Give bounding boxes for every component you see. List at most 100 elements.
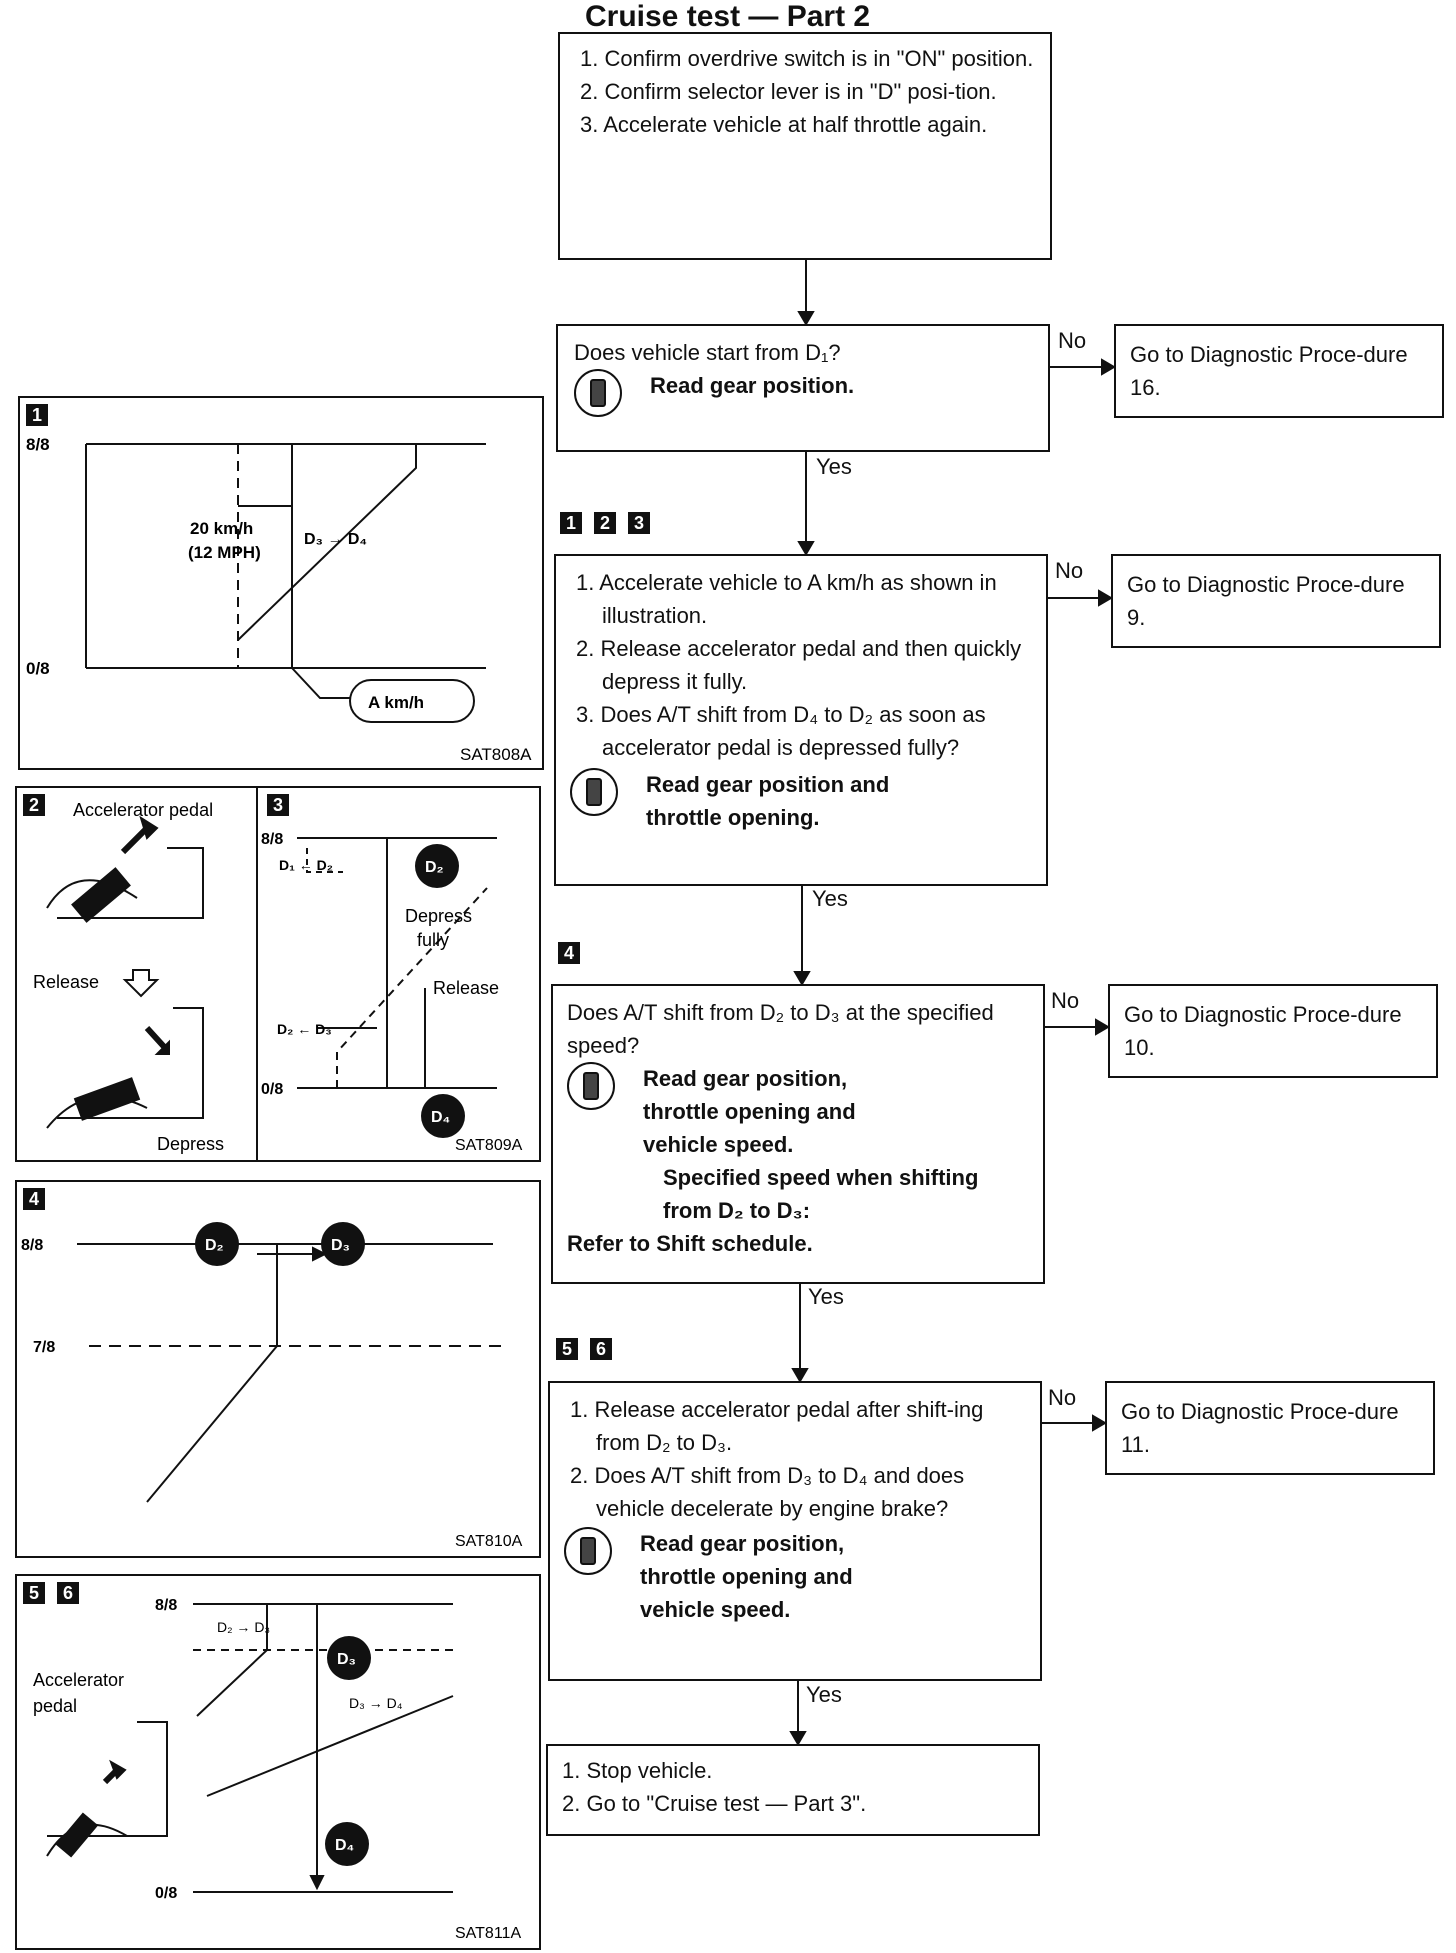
depress-label: Depress <box>157 1134 224 1154</box>
figure-3-graph: D₂ D₄ 8/8 0/8 D₁ ← D₂ D₂ ← D₃ Depress fu… <box>261 831 523 1154</box>
consult-tool-icon <box>574 369 622 417</box>
decision-question: Does vehicle start from D₁? <box>574 340 841 365</box>
decision-box-kickdown: 1. Accelerate vehicle to A km/h as shown… <box>554 554 1048 886</box>
d2-badge <box>195 1222 239 1266</box>
figure-tag: 3 <box>628 512 650 534</box>
step-item: 1. Accelerate vehicle to A km/h as shown… <box>576 570 997 628</box>
figure-5-6-graph: D₃ D₄ 8/8 0/8 D₂ → D₃ D₃ → D₄ Accelerato… <box>33 1597 521 1942</box>
d3-badge <box>321 1222 365 1266</box>
speed-note: 20 km/h <box>190 519 253 538</box>
decision-box-start-d1: Does vehicle start from D₁? Read gear po… <box>556 324 1050 452</box>
figure-tag: 4 <box>23 1188 45 1210</box>
step-box-confirm: 1. Confirm overdrive switch is in "ON" p… <box>558 32 1052 260</box>
figure-code: SAT809A <box>455 1137 523 1154</box>
consult-tool-icon <box>570 768 618 816</box>
figure-4-graph: D₂ D₃ 8/8 7/8 SAT810A <box>21 1222 523 1550</box>
fully-label: fully <box>417 930 449 950</box>
figure-4-panel: D₂ D₃ 8/8 7/8 SAT810A 4 <box>15 1180 541 1558</box>
step-item: 1. Confirm overdrive switch is in "ON" p… <box>580 46 1034 71</box>
figure-code: SAT810A <box>455 1533 523 1550</box>
figure-tag: 4 <box>558 942 580 964</box>
final-step-box: 1. Stop vehicle. 2. Go to "Cruise test —… <box>546 1744 1040 1836</box>
yes-label: Yes <box>806 1682 842 1707</box>
decision-box-d3-d4: 1. Release accelerator pedal after shift… <box>548 1381 1042 1681</box>
step-item: 2. Release accelerator pedal and then qu… <box>576 636 1022 694</box>
d1-d2-label: D₁ ← D₂ <box>279 857 333 873</box>
release-label: Release <box>33 972 99 992</box>
no-target-box-9: Go to Diagnostic Proce-dure 9. <box>1111 554 1441 648</box>
figure-tag: 3 <box>267 794 289 816</box>
d4-badge <box>325 1822 369 1866</box>
step-item: 2. Go to "Cruise test — Part 3". <box>562 1791 867 1816</box>
depress-label: Depress <box>405 906 472 926</box>
d4-badge-label: D₄ <box>335 1837 354 1854</box>
step-item: 1. Release accelerator pedal after shift… <box>570 1397 984 1455</box>
speed-note-mph: (12 MPH) <box>188 543 261 562</box>
figure-tag: 1 <box>26 404 48 426</box>
spec-label: Specified speed when shifting from D₂ to… <box>663 1165 979 1223</box>
yes-label: Yes <box>808 1284 844 1309</box>
d3-d4-label: D₃ → D₄ <box>349 1695 403 1711</box>
d3-badge <box>327 1636 371 1680</box>
read-instruction: Read gear position, throttle opening and… <box>640 1531 853 1622</box>
consult-tool-icon <box>567 1062 615 1110</box>
y-bottom-label: 0/8 <box>26 659 50 678</box>
figure-tag: 5 <box>556 1338 578 1360</box>
figure-tag: 6 <box>57 1582 79 1604</box>
no-label: No <box>1058 328 1087 353</box>
decision-box-d2-d3: Does A/T shift from D₂ to D₃ at the spec… <box>551 984 1045 1284</box>
figure-1-graph: 8/8 0/8 20 km/h (12 MPH) D₃ → D₄ A km/h … <box>26 435 532 764</box>
no-label: No <box>1048 1385 1077 1410</box>
y-top-label: 8/8 <box>261 831 283 848</box>
figure-code: SAT808A <box>460 745 532 764</box>
figure-1-panel: 8/8 0/8 20 km/h (12 MPH) D₃ → D₄ A km/h … <box>18 396 544 770</box>
y-bottom-label: 0/8 <box>155 1885 177 1902</box>
figure-tag: 2 <box>594 512 616 534</box>
yes-label: Yes <box>816 454 852 479</box>
no-label: No <box>1055 558 1084 583</box>
step-item: 3. Accelerate vehicle at half throttle a… <box>580 112 988 137</box>
figure-tag: 5 <box>23 1582 45 1604</box>
figure-2-pedal: Accelerator pedal Release Depress <box>33 788 258 1160</box>
pedal-label: Accelerator <box>33 1670 124 1690</box>
step-item: 3. Does A/T shift from D₄ to D₂ as soon … <box>576 702 986 760</box>
figure-2-3-panel: Accelerator pedal Release Depress 2 D₂ D… <box>15 786 541 1162</box>
d2-badge-label: D₂ <box>205 1237 224 1254</box>
pedal-label: Accelerator pedal <box>73 800 213 820</box>
refer-label: Refer to Shift schedule. <box>567 1231 813 1256</box>
d3-badge-label: D₃ <box>337 1651 356 1668</box>
y-mid-label: 7/8 <box>33 1339 55 1356</box>
d3-badge-label: D₃ <box>331 1237 350 1254</box>
step-item: 2. Does A/T shift from D₃ to D₄ and does… <box>570 1463 965 1521</box>
read-instruction: Read gear position. <box>650 373 855 398</box>
figure-tag: 1 <box>560 512 582 534</box>
figure-5-6-panel: D₃ D₄ 8/8 0/8 D₂ → D₃ D₃ → D₄ Accelerato… <box>15 1574 541 1950</box>
read-instruction: Read gear position and throttle opening. <box>646 772 890 830</box>
decision-question: Does A/T shift from D₂ to D₃ at the spec… <box>567 1000 994 1058</box>
y-top-label: 8/8 <box>155 1597 177 1614</box>
consult-tool-icon <box>564 1527 612 1575</box>
shift-label: D₃ → D₄ <box>304 531 367 548</box>
d2-d3-label: D₂ → D₃ <box>217 1619 270 1635</box>
figure-tag: 6 <box>590 1338 612 1360</box>
d2-d3-label: D₂ ← D₃ <box>277 1021 332 1037</box>
no-target-box-11: Go to Diagnostic Proce-dure 11. <box>1105 1381 1435 1475</box>
d4-badge <box>421 1094 465 1138</box>
step-item: 2. Confirm selector lever is in "D" posi… <box>580 79 997 104</box>
figure-code: SAT811A <box>455 1925 521 1942</box>
read-instruction: Read gear position, throttle opening and… <box>643 1066 856 1157</box>
figure-tags: 4 <box>558 942 592 964</box>
no-target-box-16: Go to Diagnostic Proce-dure 16. <box>1114 324 1444 418</box>
release-label: Release <box>433 978 499 998</box>
d2-badge-label: D₂ <box>425 859 444 876</box>
figure-tag: 2 <box>23 794 45 816</box>
page-title: Cruise test — Part 2 <box>585 0 871 33</box>
d4-badge-label: D₄ <box>431 1109 450 1126</box>
step-item: 1. Stop vehicle. <box>562 1758 713 1783</box>
y-top-label: 8/8 <box>26 435 50 454</box>
y-top-label: 8/8 <box>21 1237 43 1254</box>
yes-label: Yes <box>812 886 848 911</box>
